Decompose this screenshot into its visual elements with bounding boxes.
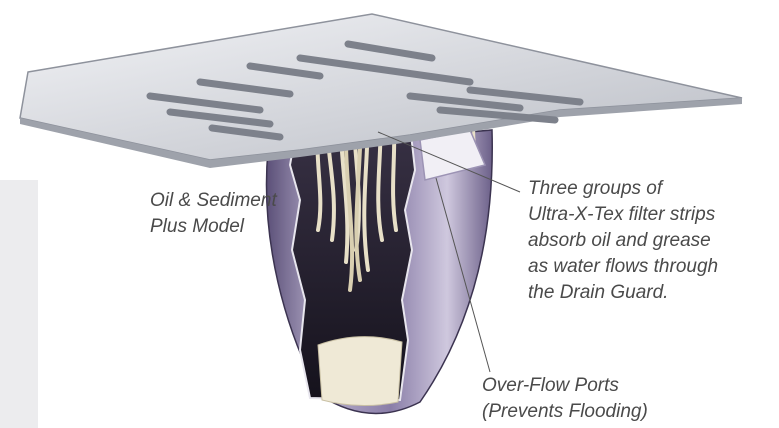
- filter-label-line3: absorb oil and grease: [528, 228, 779, 254]
- filter-label: Three groups of Ultra-X-Tex filter strip…: [528, 176, 779, 306]
- model-label-line1: Oil & Sediment: [150, 188, 240, 214]
- sediment: [318, 337, 402, 406]
- filter-label-line1: Three groups of: [528, 176, 779, 202]
- grate-plate: [20, 14, 742, 160]
- model-label-line2: Plus Model: [150, 214, 240, 240]
- port-label-line1: Over-Flow Ports: [482, 373, 742, 399]
- port-label: Over-Flow Ports (Prevents Flooding): [482, 373, 742, 425]
- filter-label-line4: as water flows through: [528, 254, 779, 280]
- port-label-line2: (Prevents Flooding): [482, 399, 742, 425]
- filter-label-line2: Ultra-X-Tex filter strips: [528, 202, 779, 228]
- filter-label-line5: the Drain Guard.: [528, 280, 779, 306]
- model-label: Oil & Sediment Plus Model: [150, 188, 240, 240]
